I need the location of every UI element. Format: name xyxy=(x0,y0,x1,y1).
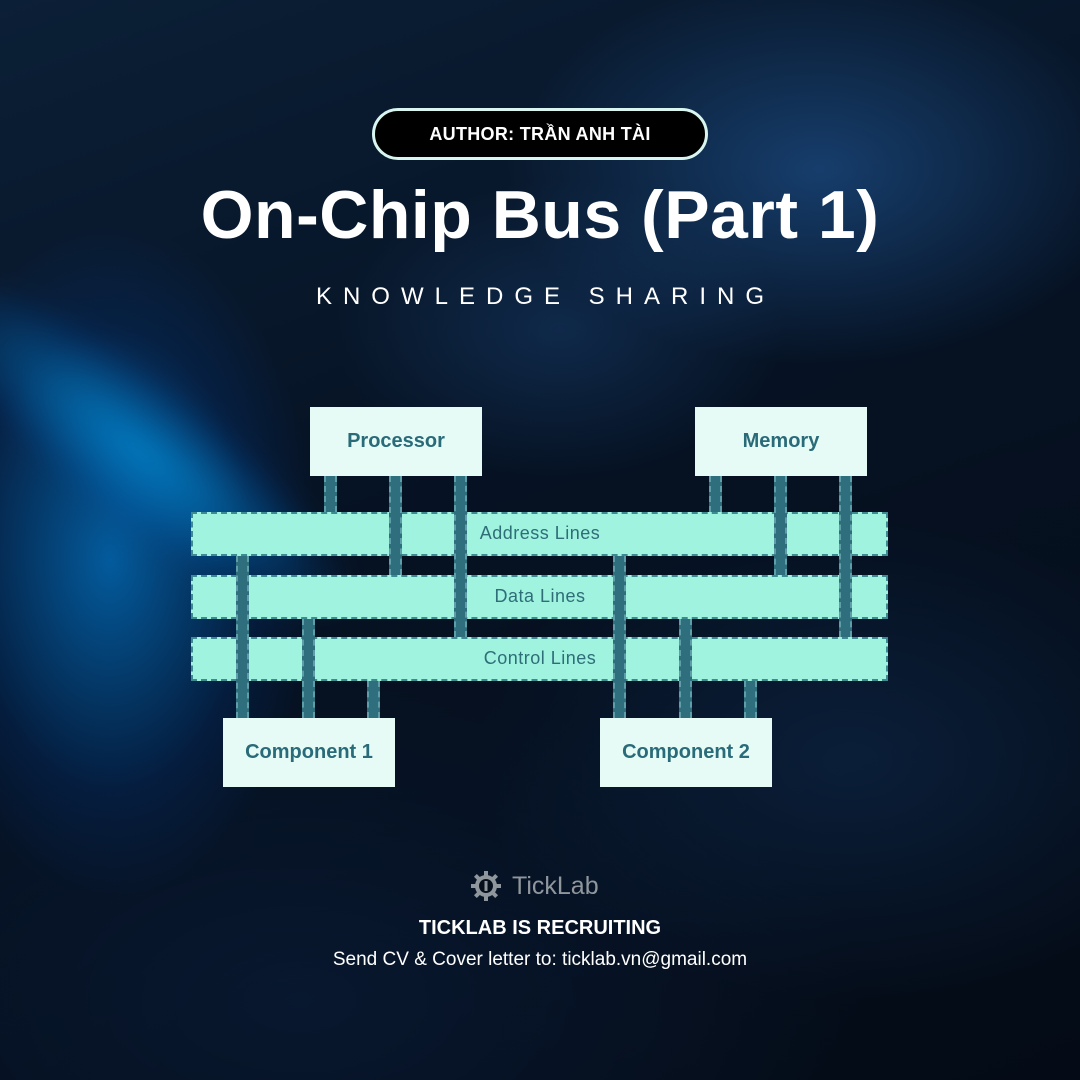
data-lines-label: Data Lines xyxy=(494,586,586,606)
page-title: On-Chip Bus (Part 1) xyxy=(200,177,880,253)
memory-box: Memory xyxy=(695,407,867,476)
memory-address-wire xyxy=(709,476,722,512)
data-bus xyxy=(191,575,888,619)
address-lines-label: Address Lines xyxy=(479,523,601,543)
page-subtitle: KNOWLEDGE SHARING xyxy=(315,283,776,310)
component2-data-wire xyxy=(679,619,692,718)
processor-data-wire xyxy=(389,476,402,575)
processor-control-wire xyxy=(454,476,467,637)
component1-address-wire xyxy=(236,556,249,718)
processor-box: Processor xyxy=(310,407,482,476)
component2-control-wire xyxy=(744,681,757,718)
memory-data-wire xyxy=(774,476,787,575)
author-badge: AUTHOR: TRẦN ANH TÀI xyxy=(372,108,708,160)
address-bus xyxy=(191,512,888,556)
ticklab-logo: TickLab xyxy=(470,870,630,902)
component1-data-wire xyxy=(302,619,315,718)
component2-box: Component 2 xyxy=(600,718,772,787)
control-lines-label: Control Lines xyxy=(483,648,597,668)
memory-control-wire xyxy=(839,476,852,637)
component2-address-wire xyxy=(613,556,626,718)
recruiting-heading: TICKLAB IS RECRUITING xyxy=(418,917,662,939)
contact-text: Send CV & Cover letter to: ticklab.vn@gm… xyxy=(332,949,748,970)
brand-name: TickLab xyxy=(512,871,599,900)
component1-box: Component 1 xyxy=(223,718,395,787)
component1-control-wire xyxy=(367,681,380,718)
gear-icon xyxy=(471,871,501,901)
processor-address-wire xyxy=(324,476,337,512)
